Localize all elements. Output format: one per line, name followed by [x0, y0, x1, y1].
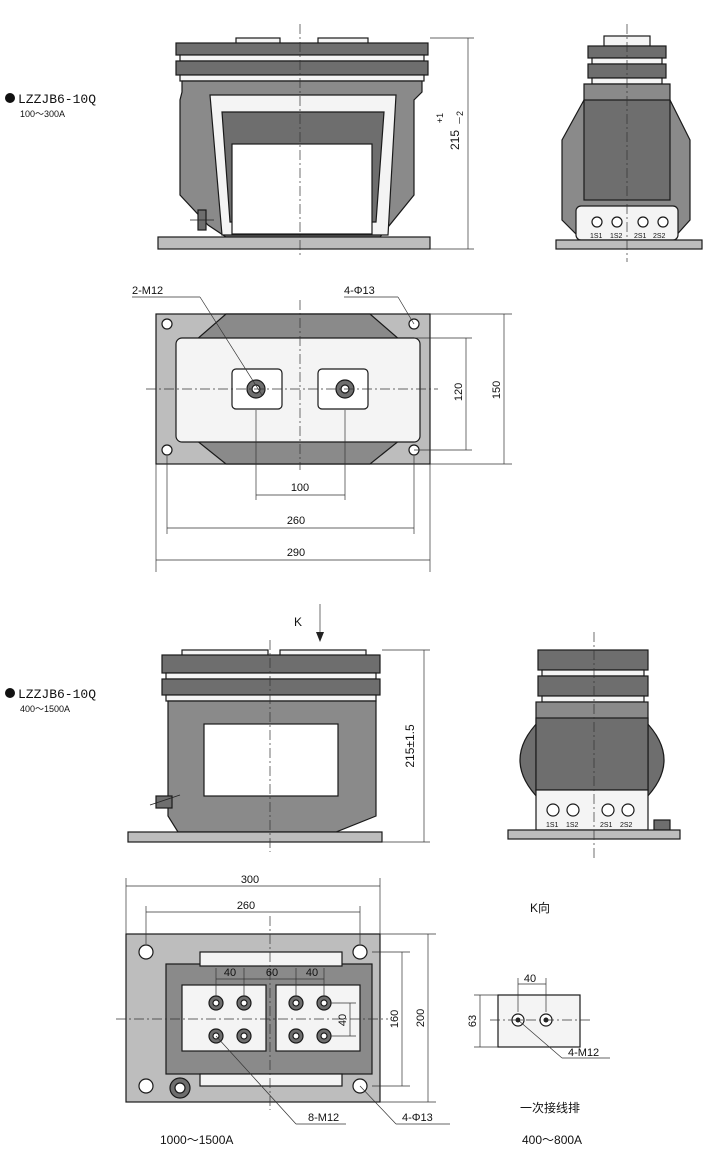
- model-range-top: 100～300A: [20, 109, 65, 119]
- model-name-top: LZZJB6-10Q: [18, 92, 96, 107]
- terminal-screw-icon: [566, 803, 580, 817]
- terminal-label: 1S2: [610, 233, 623, 240]
- top-side-view: 1S1 1S2 2S1 2S2: [555, 24, 703, 262]
- bottom-plan-view: 300 260 40 60 40 40 160 200 8-M12 4-Φ13 …: [116, 874, 450, 1147]
- k-dim-63: 63: [467, 1015, 479, 1027]
- primary-bar-left: [181, 984, 267, 1052]
- k-dim-40: 40: [524, 973, 536, 985]
- model-name-bottom: LZZJB6-10Q: [18, 687, 96, 702]
- k-studs-label: 4-M12: [568, 1047, 599, 1059]
- dim-120: 120: [453, 383, 465, 401]
- dim-150: 150: [491, 381, 503, 399]
- arrow-down-icon: [316, 632, 324, 642]
- mounting-hole-icon: [138, 944, 154, 960]
- model-label-top: LZZJB6-10Q 100～300A: [5, 92, 96, 119]
- top-front-view: 215 +1 －2: [157, 24, 474, 256]
- mounting-hole-icon: [352, 944, 368, 960]
- dim-260-top: 260: [287, 515, 305, 527]
- mounting-hole-icon: [161, 444, 173, 456]
- terminal-label: 2S1: [634, 233, 647, 240]
- terminal-label: 2S2: [620, 822, 633, 829]
- terminal-label: 1S1: [546, 822, 559, 829]
- k-view: K向 40 63 4-M12 一次接线排 400～800A: [467, 900, 610, 1147]
- primary-terminal-bar: [497, 994, 581, 1048]
- bottom-side-view: 1S1 1S2 2S1 2S2: [507, 632, 681, 860]
- bottom-front-view: K 215±1.5: [127, 604, 430, 852]
- k-range: 400～800A: [522, 1133, 582, 1147]
- terminal-label: 2S2: [653, 233, 666, 240]
- terminal-screw-icon: [601, 803, 615, 817]
- terminal-label: 1S2: [566, 822, 579, 829]
- dim-100: 100: [291, 482, 309, 494]
- bullet-icon: [5, 688, 15, 698]
- mounting-hole-icon: [161, 318, 173, 330]
- height-tol-minus: －2: [455, 111, 465, 125]
- dim-60: 60: [266, 967, 278, 979]
- model-range-bottom: 400～1500A: [20, 704, 70, 714]
- k-caption: 一次接线排: [520, 1100, 580, 1115]
- height-tol-plus: +1: [435, 113, 445, 123]
- dim-300: 300: [241, 874, 259, 886]
- caption-left: 1000～1500A: [160, 1133, 233, 1147]
- dim-290: 290: [287, 547, 305, 559]
- height-dim-bottom: 215±1.5: [403, 724, 417, 768]
- holes-label-top: 4-Φ13: [344, 285, 375, 297]
- studs-label-top: 2-M12: [132, 285, 163, 297]
- dim-260-bottom: 260: [237, 900, 255, 912]
- model-label-bottom: LZZJB6-10Q 400～1500A: [5, 687, 96, 714]
- terminal-label: 1S1: [590, 233, 603, 240]
- terminal-screw-icon: [591, 216, 603, 228]
- top-plan-view: 2-M12 4-Φ13 120 150 100 260 290: [132, 285, 512, 572]
- dim-40a: 40: [224, 967, 236, 979]
- view-arrow-k: K: [294, 615, 302, 629]
- terminal-screw-icon: [621, 803, 635, 817]
- studs-label-bottom: 8-M12: [308, 1112, 339, 1124]
- terminal-screw-icon: [611, 216, 623, 228]
- terminal-screw-icon: [546, 803, 560, 817]
- terminal-screw-icon: [657, 216, 669, 228]
- dim-40v: 40: [337, 1014, 349, 1026]
- terminal-screw-icon: [637, 216, 649, 228]
- dim-160: 160: [389, 1010, 401, 1028]
- terminal-label: 2S1: [600, 822, 613, 829]
- dim-40b: 40: [306, 967, 318, 979]
- k-view-title: K向: [530, 900, 550, 915]
- mounting-hole-icon: [138, 1078, 154, 1094]
- dim-200: 200: [415, 1009, 427, 1027]
- height-dim-top: 215: [448, 130, 462, 150]
- holes-label-bottom: 4-Φ13: [402, 1112, 433, 1124]
- bullet-icon: [5, 93, 15, 103]
